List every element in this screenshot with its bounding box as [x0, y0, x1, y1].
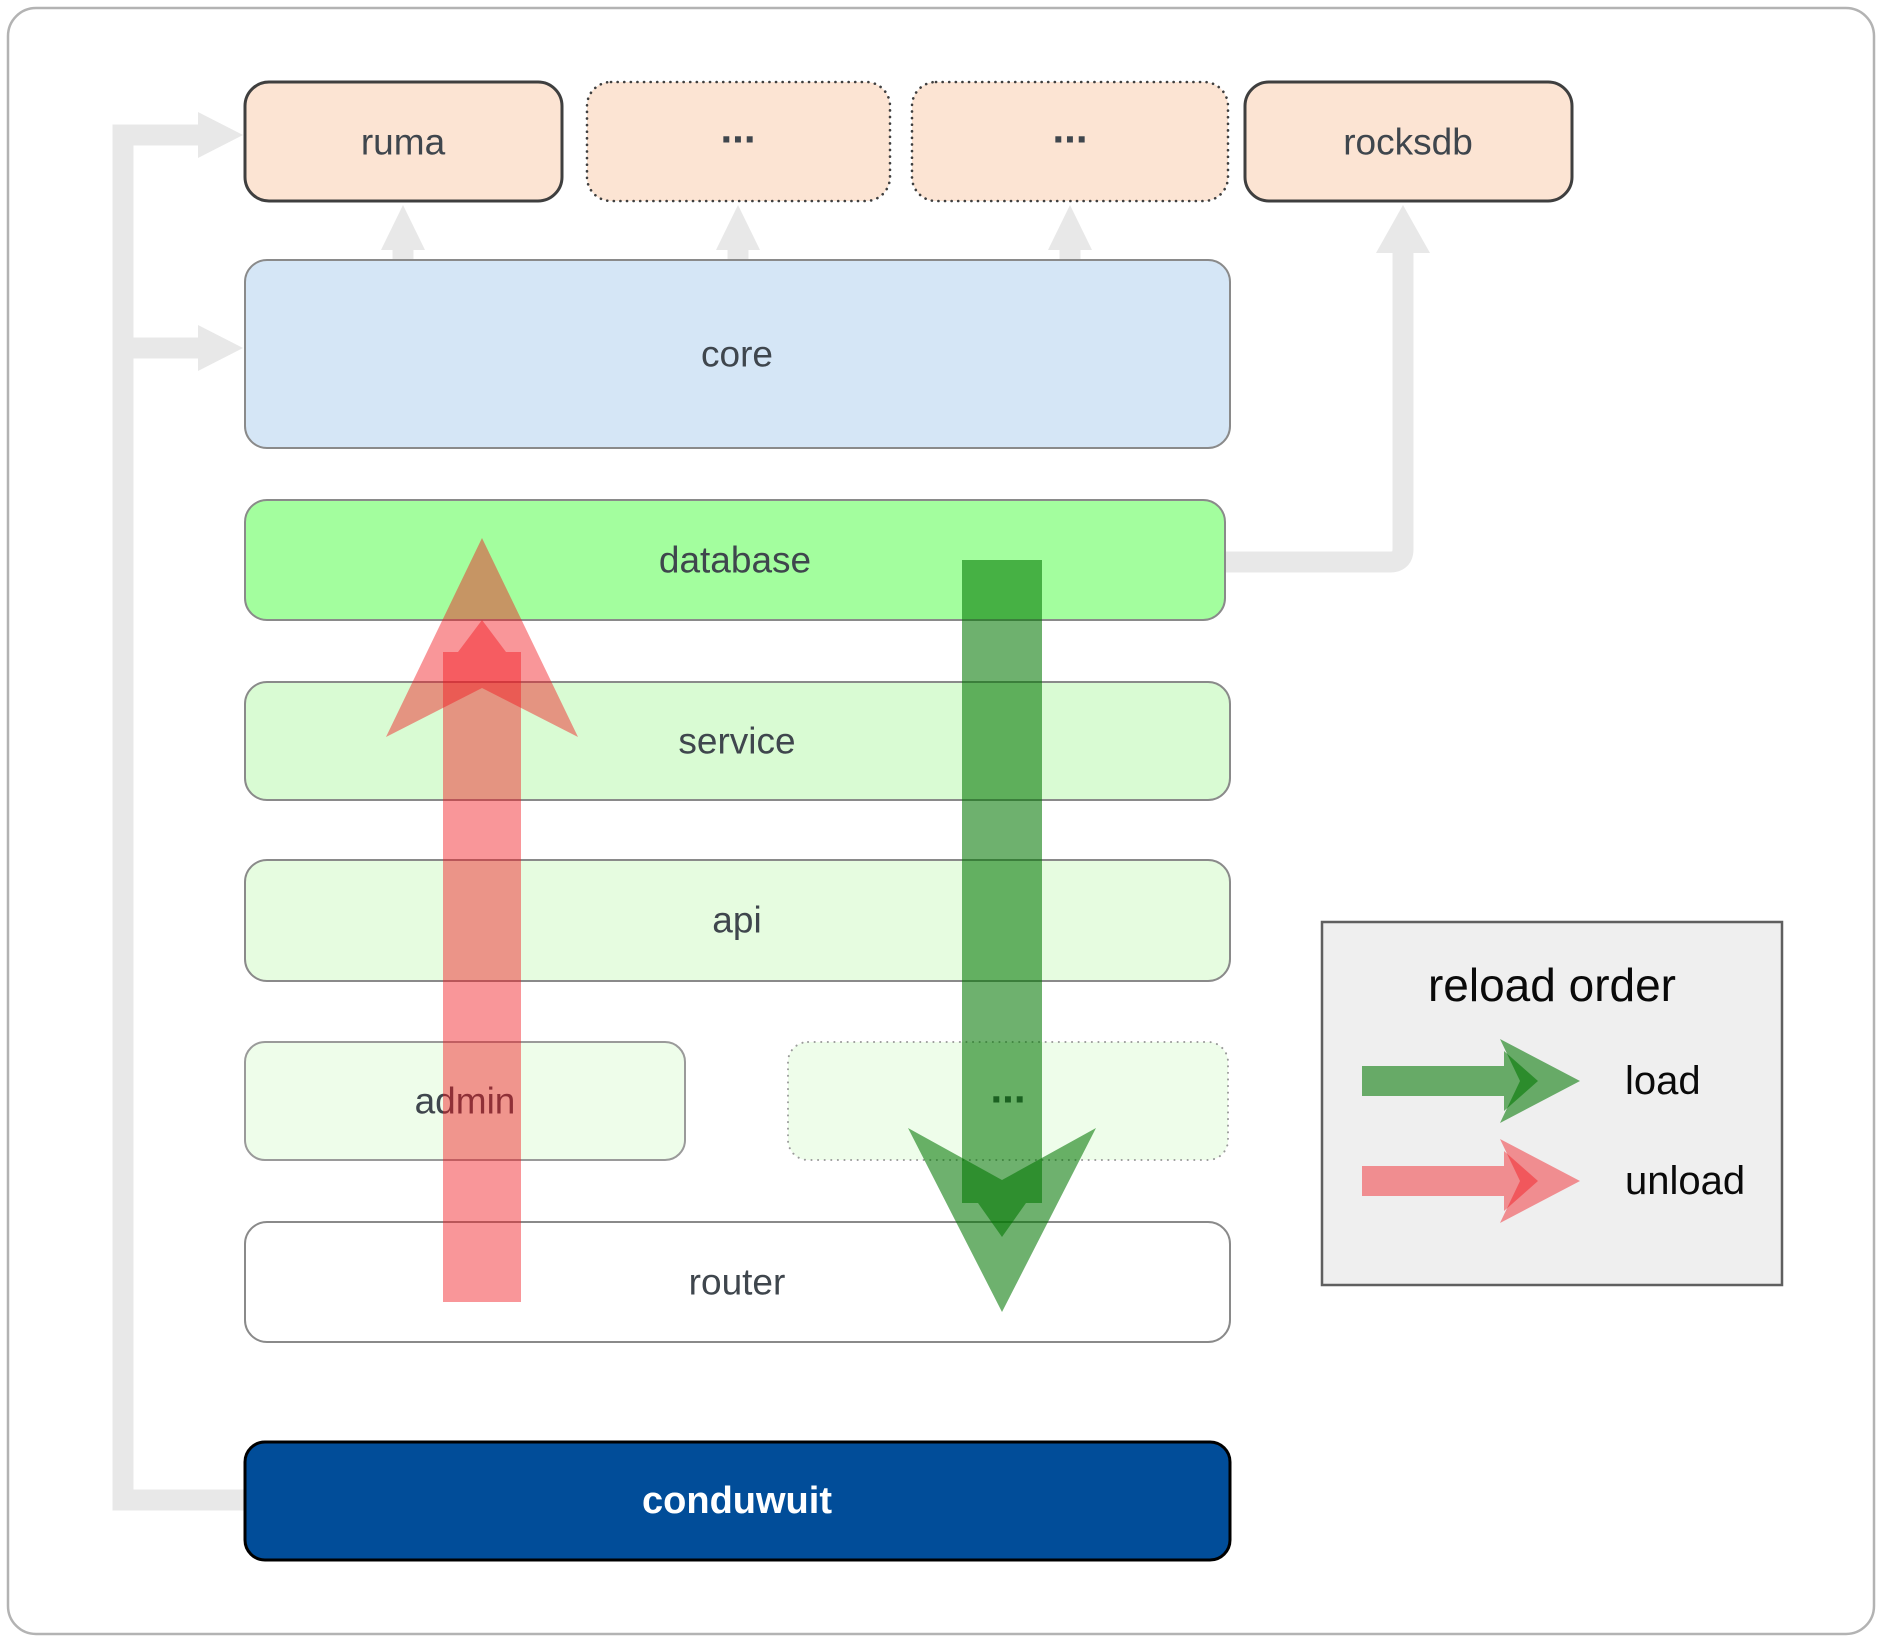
- legend-unload-label: unload: [1625, 1159, 1745, 1203]
- unload-arrow-shaft: [443, 620, 521, 1302]
- legend-load-arrow-head-icon: [1500, 1039, 1580, 1123]
- node-ruma-label: ruma: [361, 122, 446, 163]
- legend-box: [1320, 920, 1784, 1287]
- node-conduwuit: [243, 1440, 1232, 1562]
- legend-load-arrow-icon: [1362, 1051, 1538, 1111]
- legend-load-label: load: [1625, 1059, 1701, 1103]
- arrowhead-into-ruma-icon: [198, 112, 243, 158]
- node-rocksdb-label: rocksdb: [1343, 122, 1473, 163]
- node-crate-top-b-label: ...: [1052, 105, 1087, 152]
- node-service-label: service: [678, 721, 795, 762]
- legend: reload order load unload: [1320, 920, 1784, 1287]
- legend-unload-arrow-icon: [1362, 1151, 1538, 1211]
- node-api-label: api: [712, 900, 761, 941]
- node-router-label: router: [689, 1262, 786, 1303]
- unload-arrow-head-icon: [386, 538, 578, 737]
- arrowhead-core-to-crate-a-icon: [716, 205, 760, 250]
- connector-database-to-rocksdb: [1225, 253, 1414, 573]
- node-core-label: core: [701, 334, 773, 375]
- node-core: [244, 259, 1231, 449]
- outer-frame: [6, 6, 1876, 1636]
- node-database-label: database: [659, 540, 811, 581]
- legend-title: reload order: [1428, 959, 1676, 1011]
- node-conduwuit-label: conduwuit: [642, 1480, 832, 1522]
- legend-unload-arrow-head-icon: [1500, 1139, 1580, 1223]
- node-crate-top-a-label: ...: [720, 105, 755, 152]
- arrowhead-core-to-crate-b-icon: [1048, 205, 1092, 250]
- node-crate-top-b: [910, 80, 1230, 203]
- load-arrow-shaft: [962, 560, 1042, 1237]
- node-rocksdb: [1243, 80, 1574, 203]
- reload-arrows: [386, 538, 1096, 1312]
- node-crate-top-a: [585, 80, 892, 203]
- load-arrow-head-icon: [908, 1128, 1096, 1312]
- node-admin: [244, 1041, 686, 1161]
- connector-conduwuit-to-ruma: [112, 124, 245, 1511]
- arrowhead-into-core-icon: [198, 325, 243, 371]
- gray-connectors: [112, 112, 1430, 1511]
- node-admin-label: admin: [415, 1081, 516, 1122]
- arrowhead-core-to-ruma-icon: [381, 205, 425, 250]
- arrowhead-into-rocksdb-icon: [1376, 205, 1430, 253]
- node-ruma: [243, 80, 564, 203]
